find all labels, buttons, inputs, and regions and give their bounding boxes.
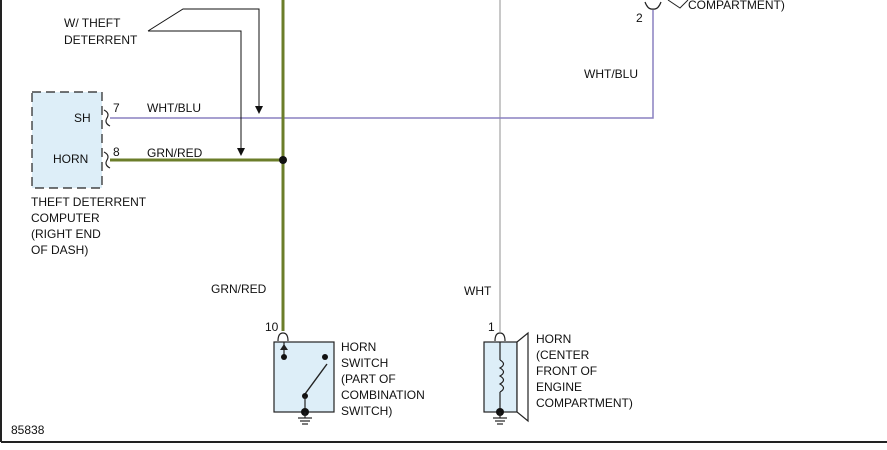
figure-id: 85838 [11,423,45,437]
top-connector-pin [644,1,662,10]
horn-switch-caption-line1: HORN [341,340,376,354]
horn-pin-number: 1 [488,320,495,334]
horn-switch-blade [304,363,328,395]
horn-bell-shape [516,331,529,423]
wire-junction-dot [279,156,287,164]
note-leader-line-2 [148,30,242,150]
computer-caption-line2: COMPUTER [31,211,100,225]
horn-caption-line1: HORN [536,332,571,346]
horn-caption-line4: ENGINE [536,380,582,394]
top-connector-caption-fragment: COMPARTMENT) [688,0,785,12]
theft-deterrent-note-line1: W/ THEFT [64,16,121,30]
wht-blu-wire [110,10,654,119]
theft-deterrent-computer-box [31,91,103,189]
wire-label-wht: WHT [464,284,492,298]
horn-switch-caption-line4: COMBINATION [341,388,425,402]
ground-symbol-icon [298,417,312,425]
wire-label-wht-blu-left: WHT/BLU [147,101,201,115]
horn-switch-right-contact [322,354,328,360]
wire-label-wht-blu-right: WHT/BLU [584,67,638,81]
horn-caption-line2: (CENTER [536,348,590,362]
computer-pin-horn-number: 8 [113,145,120,159]
theft-deterrent-note-line2: DETERRENT [64,33,138,47]
horn-switch-caption-line2: SWITCH [341,356,388,370]
note-arrow-to-grnred [237,148,245,156]
note-leader-line [147,8,260,108]
computer-caption-line3: (RIGHT END [31,227,101,241]
horn-switch-top-contact [281,354,287,360]
computer-pin-sh-number: 7 [113,101,120,115]
wire-label-grn-red-lower: GRN/RED [211,282,267,296]
note-arrow-to-whtblu [255,106,263,114]
horn-caption-line3: FRONT OF [536,364,597,378]
horn-caption-line5: COMPARTMENT) [536,396,633,410]
ground-symbol-icon [493,417,507,425]
horn-switch-caption-line3: (PART OF [341,372,396,386]
horn-switch-box [273,341,335,413]
horn-coil-icon [498,359,505,393]
horn-pin-connector [494,332,506,342]
horn-switch-pin-number: 10 [265,320,279,334]
computer-pin-sh-connector [103,109,111,127]
horn-switch-caption-line5: SWITCH) [341,404,392,418]
horn-switch-arrow [280,344,288,350]
computer-pin-horn-connector [103,151,111,169]
top-connector-leader [667,0,689,9]
computer-pin-sh-label: SH [74,111,91,125]
computer-caption-line1: THEFT DETERRENT [31,195,147,209]
top-connector-pin-number: 2 [636,11,643,25]
wire-label-grn-red-upper: GRN/RED [147,146,203,160]
computer-caption-line4: OF DASH) [31,243,88,257]
horn-switch-pin-connector [277,332,289,342]
computer-pin-horn-label: HORN [53,152,88,166]
